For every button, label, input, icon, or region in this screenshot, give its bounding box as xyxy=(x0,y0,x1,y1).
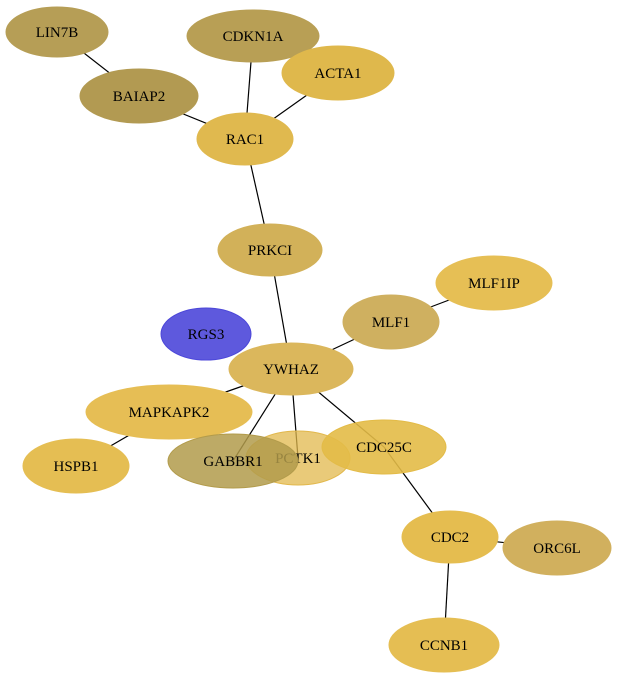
node-label-cdc2: CDC2 xyxy=(431,530,469,546)
node-label-cdc25c: CDC25C xyxy=(356,440,412,456)
node-hspb1[interactable]: HSPB1 xyxy=(22,438,130,494)
node-shape-orc6l[interactable] xyxy=(502,520,612,576)
node-label-ywhaz: YWHAZ xyxy=(263,362,319,378)
node-shape-acta1[interactable] xyxy=(281,45,395,101)
node-shape-mlf1ip[interactable] xyxy=(435,255,553,311)
node-cdc25c[interactable]: CDC25C xyxy=(321,419,447,475)
node-mlf1[interactable]: MLF1 xyxy=(342,294,440,350)
node-shape-ccnb1[interactable] xyxy=(388,617,500,673)
node-acta1[interactable]: ACTA1 xyxy=(281,45,395,101)
node-shape-mlf1[interactable] xyxy=(342,294,440,350)
node-label-mlf1: MLF1 xyxy=(372,315,410,331)
node-shape-prkci[interactable] xyxy=(217,223,323,277)
node-shape-cdkn1a[interactable] xyxy=(186,9,320,63)
node-rac1[interactable]: RAC1 xyxy=(196,112,294,166)
node-label-acta1: ACTA1 xyxy=(314,66,361,82)
node-label-gabbr1: GABBR1 xyxy=(203,454,262,470)
node-label-lin7b: LIN7B xyxy=(36,25,79,41)
node-label-rac1: RAC1 xyxy=(226,132,264,148)
node-label-cdkn1a: CDKN1A xyxy=(223,29,284,45)
node-shape-cdc25c[interactable] xyxy=(321,419,447,475)
node-shape-rac1[interactable] xyxy=(196,112,294,166)
node-mapkapk2[interactable]: MAPKAPK2 xyxy=(85,384,253,440)
node-shape-lin7b[interactable] xyxy=(5,6,109,58)
node-shape-gabbr1[interactable] xyxy=(167,433,299,489)
node-ccnb1[interactable]: CCNB1 xyxy=(388,617,500,673)
node-baiap2[interactable]: BAIAP2 xyxy=(79,68,199,124)
node-prkci[interactable]: PRKCI xyxy=(217,223,323,277)
node-label-rgs3: RGS3 xyxy=(188,327,225,343)
node-shape-rgs3[interactable] xyxy=(160,307,252,361)
node-label-orc6l: ORC6L xyxy=(533,541,581,557)
node-gabbr1[interactable]: GABBR1 xyxy=(167,433,299,489)
node-shape-ywhaz[interactable] xyxy=(228,342,354,396)
node-cdkn1a[interactable]: CDKN1A xyxy=(186,9,320,63)
node-shape-hspb1[interactable] xyxy=(22,438,130,494)
node-label-hspb1: HSPB1 xyxy=(53,459,98,475)
node-label-mlf1ip: MLF1IP xyxy=(468,276,520,292)
node-shape-cdc2[interactable] xyxy=(401,510,499,564)
node-label-ccnb1: CCNB1 xyxy=(420,638,468,654)
node-cdc2[interactable]: CDC2 xyxy=(401,510,499,564)
node-shape-baiap2[interactable] xyxy=(79,68,199,124)
node-label-baiap2: BAIAP2 xyxy=(113,89,166,105)
node-shape-mapkapk2[interactable] xyxy=(85,384,253,440)
node-orc6l[interactable]: ORC6L xyxy=(502,520,612,576)
node-lin7b[interactable]: LIN7B xyxy=(5,6,109,58)
node-ywhaz[interactable]: YWHAZ xyxy=(228,342,354,396)
node-mlf1ip[interactable]: MLF1IP xyxy=(435,255,553,311)
node-rgs3[interactable]: RGS3 xyxy=(160,307,252,361)
node-label-mapkapk2: MAPKAPK2 xyxy=(129,405,210,421)
node-label-prkci: PRKCI xyxy=(248,243,292,259)
